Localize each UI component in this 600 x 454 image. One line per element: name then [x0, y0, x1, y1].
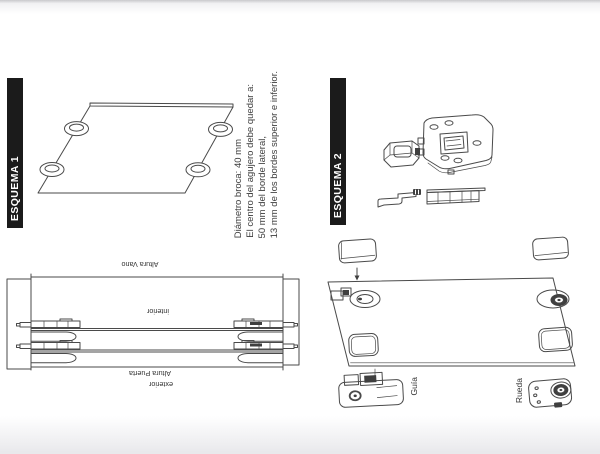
lock-plate	[417, 114, 494, 175]
instruction-line: 13 mm de los bordes superior e inferior.	[268, 70, 280, 238]
panel-outline	[37, 105, 234, 194]
door-cross-section-drawing	[6, 273, 300, 371]
esquema1-panel-drawing	[37, 102, 234, 194]
label-guia: Guía	[409, 377, 419, 396]
guide-hardware	[338, 368, 404, 408]
esquema1-banner: ESQUEMA 1	[7, 78, 23, 228]
esquema1-banner-label: ESQUEMA 1	[9, 155, 21, 221]
esquema2-hardware-drawing	[377, 114, 494, 208]
page-bottom-shadow	[0, 416, 600, 454]
esquema2-banner: ESQUEMA 2	[330, 78, 346, 225]
wheel-hardware	[528, 378, 573, 408]
drill-notch	[185, 162, 211, 178]
drill-notch	[64, 121, 89, 137]
pocket-left	[348, 333, 379, 357]
label-rueda: Rueda	[514, 378, 524, 404]
label-exterior: exterior	[149, 380, 173, 389]
bracket-arm	[377, 189, 421, 208]
puerta-dimension-line	[30, 363, 284, 371]
wheel-on-panel	[536, 289, 570, 309]
esquema2-banner-label: ESQUEMA 2	[332, 152, 344, 218]
label-interior: interior	[147, 307, 169, 316]
arrow-down-icon	[354, 267, 360, 281]
latch-box	[383, 140, 420, 168]
corner-cap-right	[532, 236, 569, 261]
corner-cap-left	[338, 238, 377, 264]
label-altura-vano: Altura Vano	[121, 260, 159, 269]
panel-top-edge	[89, 102, 234, 108]
drill-notch	[208, 121, 233, 137]
instruction-line: Diámetro broca: 40 mm	[233, 138, 244, 238]
panel-outline	[327, 277, 576, 367]
door-assembly-upper	[16, 318, 298, 342]
label-altura-puerta: Altura Puerta	[129, 369, 171, 378]
drill-instructions: Diámetro broca: 40 mm El centro del aguj…	[233, 56, 304, 238]
vano-dimension-line	[30, 273, 284, 281]
rail-segment	[426, 187, 486, 205]
instruction-line: 50 mm del borde lateral,	[256, 135, 268, 238]
guide-on-panel	[330, 287, 381, 308]
page-top-shadow	[0, 0, 600, 14]
door-assembly-lower	[16, 340, 298, 364]
instruction-line: El centro del agujero debe quedar a:	[244, 84, 256, 238]
door-panel-drawing	[327, 236, 576, 408]
drill-notch	[39, 162, 65, 177]
pocket-right	[538, 326, 573, 353]
